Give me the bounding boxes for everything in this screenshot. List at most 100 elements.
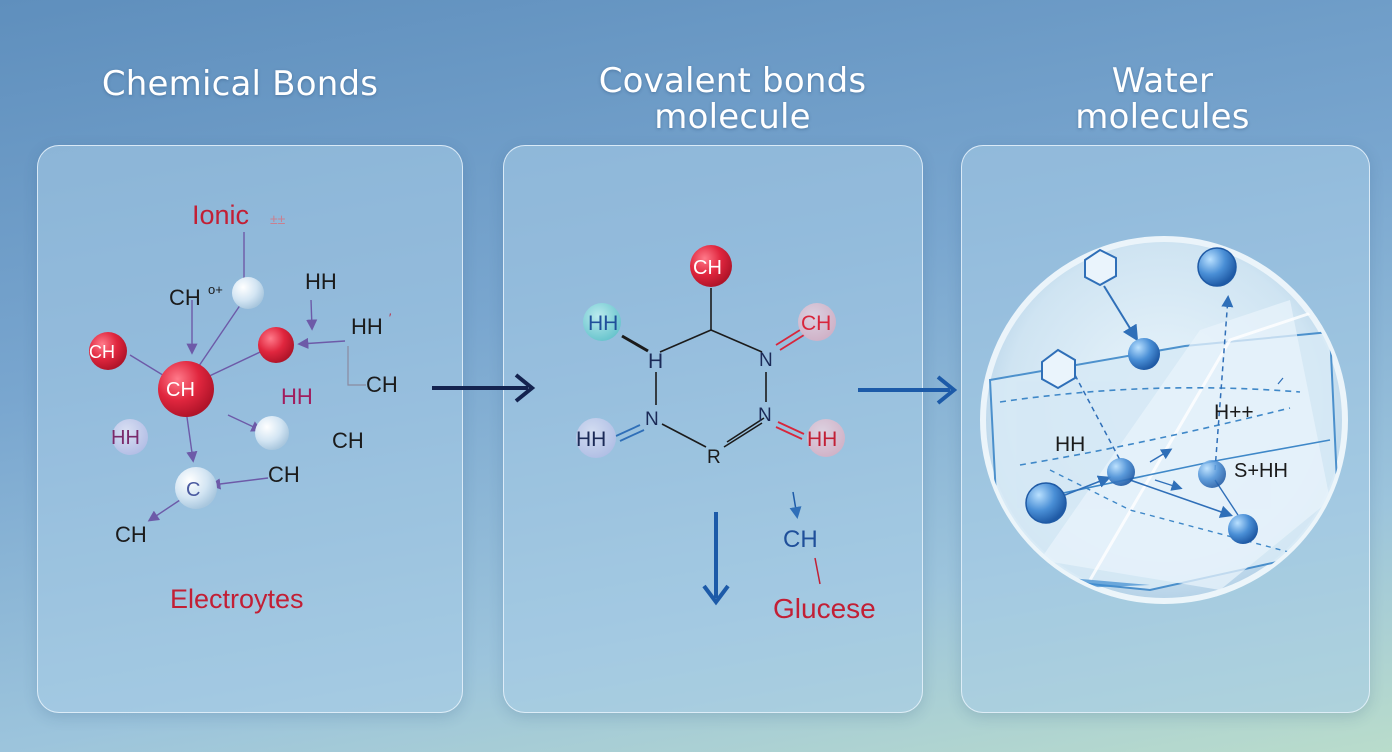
red-center-atom [158,361,214,417]
c-atom-label: C [186,479,200,501]
pale-atom [175,467,217,509]
bond-line [723,422,763,448]
ionic-charge-marks: ±± [270,211,286,227]
n-left-label: N [645,409,659,430]
ch-right-label: CH [366,372,398,397]
blue-atom [1228,514,1258,544]
dashed-arrow [1214,295,1234,471]
glucose-label: Glucese [773,593,876,624]
bond-arrow [185,409,198,463]
s-plus-hh-label: S+HH [1234,460,1288,482]
bond-line [621,334,649,353]
hh-right-mark: ′ [389,311,392,325]
covalent-diagram: CH HH H N CH HH N N HH R CH Glucese [576,245,876,624]
bond-arrow [1129,479,1234,518]
hexagon-molecule [1041,348,1076,390]
r-bottom-label: R [707,447,721,468]
electrolytes-label: Electroytes [170,584,304,614]
bond-arrow [1149,448,1173,463]
wave-highlight [1088,308,1321,581]
ionic-label: Ionic [192,200,249,230]
ch-right-label: CH [801,312,831,335]
bond-line [619,429,645,442]
n-right-label: N [759,350,773,371]
h-plus-plus-label: H++ [1214,401,1254,424]
bond-arrow [1064,475,1111,496]
hh-left-label: HH [588,312,618,335]
lavender-atom [112,419,148,455]
lavender-atom [576,418,616,458]
water-molecules-title-line2: molecules [1075,97,1250,137]
water-molecules-title-line1: Water [1111,61,1214,101]
bond-line [775,426,803,440]
bond-arrow [297,337,346,350]
blue-atom [1198,460,1226,488]
down-arrow-icon [702,512,730,606]
ionic-bonds-panel [37,145,463,713]
hh-top-label: HH [305,269,337,294]
h-ring-label: H [648,350,663,373]
pink-atom [798,303,836,341]
covalent-bonds-panel [503,145,923,713]
water-molecules-title: Water molecules [1030,63,1295,135]
ch-bottom-label: CH [115,522,147,547]
bond-arrow [209,477,269,490]
chemical-bonds-title: Chemical Bonds [101,64,379,104]
ch-center-label: CH [166,379,195,401]
bond-arrow [1103,285,1139,342]
bond-arrow [147,499,181,522]
bond-line [615,424,641,437]
bond-line [347,346,366,386]
hh-right-label: HH [351,314,383,339]
ch-mid-right-label: CH [332,428,364,453]
bond-line [726,417,765,443]
bond-line [775,329,801,346]
covalent-bonds-title-line2: molecule [654,97,811,137]
right-arrow-icon [432,373,536,403]
small-arrow-icon [789,491,802,519]
bond-line [777,421,805,435]
right-arrow-icon [858,375,958,405]
red-atom [258,327,294,363]
ch-top-charge: o+ [208,282,223,297]
bond-line [779,334,805,351]
hh-left-label: HH [111,427,140,449]
n-bottom-right-label: N [758,405,772,426]
teal-atom [583,303,621,341]
red-atom [89,332,127,370]
ionic-diagram: Ionic ±± CH o+ HH CH CH HH ′ HH CH HH CH… [89,200,398,614]
blue-atom [1107,458,1135,486]
bond-arrow [306,299,318,331]
ch-top-label: CH [693,257,722,279]
dashed-arrow [1074,374,1121,461]
covalent-bonds-title: Covalent bonds molecule [560,63,905,135]
bond-line [659,329,712,353]
hh-mid-label: HH [281,384,313,409]
hexagon-molecule [1084,248,1117,287]
ch-top-label: CH [169,285,201,310]
blue-atom [1197,247,1237,287]
ch-left-label: CH [89,342,115,362]
blue-atom [1025,482,1067,524]
bond-arrow [227,414,263,432]
bond-line [661,423,707,448]
hh-bottom-left-label: HH [576,428,606,451]
blue-atom [1128,338,1160,370]
bond-line [1029,439,1331,501]
hh-right-label: HH [807,428,837,451]
water-diagram: HH H++ S+HH [980,236,1348,604]
red-atom [690,245,732,287]
hh-label: HH [1055,433,1085,456]
pale-atom [255,416,289,450]
bond-line [814,557,821,585]
pink-atom [807,419,845,457]
ch-small-label: CH [783,526,818,553]
ch-lower-right-label: CH [268,462,300,487]
pale-atom [232,277,264,309]
small-arrow-icon [1277,377,1284,385]
covalent-bonds-title-line1: Covalent bonds [598,61,867,101]
wave-sheet [1040,300,1330,590]
bond-line [710,329,763,353]
bond-arrow [1154,479,1183,491]
